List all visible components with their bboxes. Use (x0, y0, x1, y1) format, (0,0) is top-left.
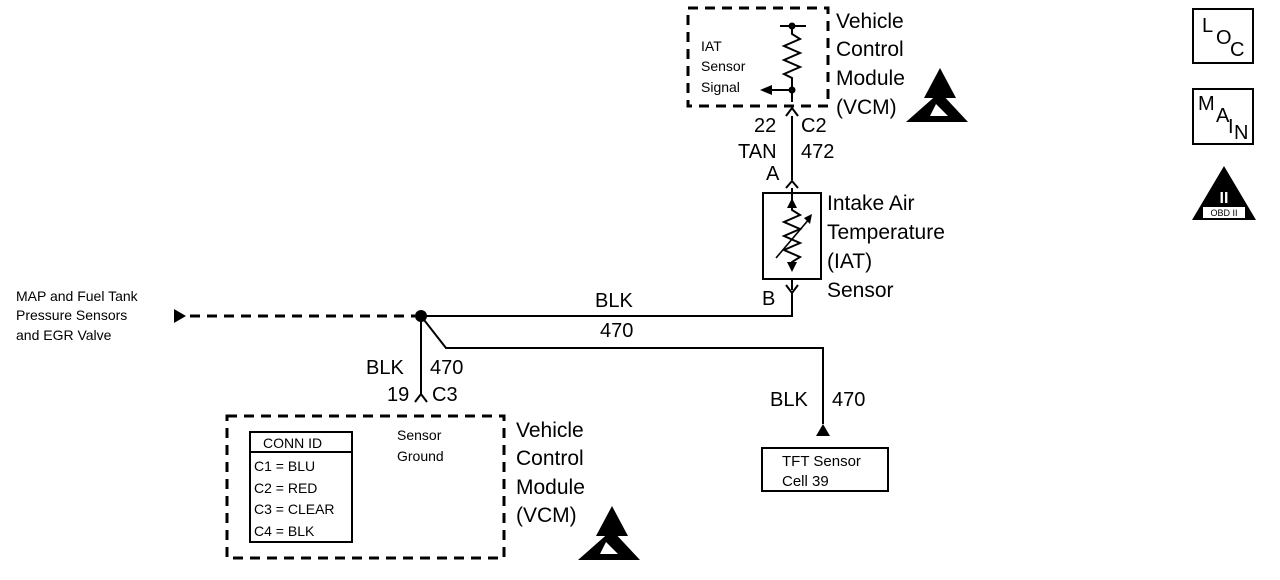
svg-text:Control: Control (516, 447, 584, 470)
tft-reference-box (761, 447, 889, 492)
svg-text:A: A (766, 163, 780, 185)
svg-text:IAT: IAT (701, 38, 722, 54)
svg-text:Module: Module (836, 67, 905, 90)
svg-text:Sensor: Sensor (701, 58, 746, 74)
svg-text:Intake Air: Intake Air (827, 192, 915, 215)
wire-470-tft (420, 315, 824, 424)
svg-text:Control: Control (836, 38, 904, 61)
iat-thermistor-icon (775, 188, 812, 272)
svg-text:(VCM): (VCM) (516, 504, 577, 527)
svg-text:(VCM): (VCM) (836, 96, 897, 119)
svg-text:470: 470 (430, 357, 463, 379)
svg-text:TFT Sensor: TFT Sensor (782, 453, 861, 470)
svg-text:L: L (1202, 15, 1213, 37)
map-reference-label: MAP and Fuel Tank Pressure Sensors and E… (16, 288, 139, 343)
svg-text:N: N (1234, 122, 1248, 144)
svg-text:Cell 39: Cell 39 (782, 473, 829, 490)
svg-text:C1 = BLU: C1 = BLU (254, 458, 315, 474)
svg-text:I: I (1228, 116, 1234, 138)
svg-text:Sensor: Sensor (397, 427, 442, 443)
svg-text:470: 470 (832, 389, 865, 411)
svg-text:470: 470 (600, 320, 633, 342)
vcm-top-box (686, 6, 830, 108)
svg-text:Vehicle: Vehicle (516, 419, 584, 442)
wire-470-down-label: BLK 470 (366, 357, 463, 379)
iat-signal-label: IAT Sensor Signal (701, 38, 746, 95)
svg-text:A: A (1216, 105, 1230, 127)
svg-text:19: 19 (387, 384, 409, 406)
svg-text:22: 22 (754, 115, 776, 137)
svg-text:MAP and Fuel Tank: MAP and Fuel Tank (16, 288, 139, 304)
vcm-internal-resistor (760, 22, 806, 102)
svg-text:472: 472 (801, 141, 834, 163)
sensor-ground-label: Sensor Ground (397, 427, 444, 464)
main-icon[interactable]: M A I N (1192, 88, 1254, 145)
map-reference-arrow-icon (174, 309, 186, 323)
conn-id-table: CONN ID C1 = BLU C2 = RED C3 = CLEAR C4 … (249, 431, 353, 543)
vcm-top-connector: 22 C2 (754, 106, 827, 137)
svg-text:C3 = CLEAR: C3 = CLEAR (254, 501, 335, 517)
tft-reference-arrow-icon (816, 424, 830, 436)
svg-text:OBD II: OBD II (1210, 208, 1237, 218)
svg-text:BLK: BLK (595, 290, 633, 312)
wire-470-main-label: BLK 470 (595, 290, 633, 342)
vcm-bottom-connector: 19 C3 (387, 384, 458, 406)
svg-text:CONN ID: CONN ID (263, 435, 322, 451)
svg-text:C2: C2 (801, 115, 827, 137)
svg-text:M: M (1198, 93, 1215, 115)
svg-text:TAN: TAN (738, 141, 777, 163)
vcm-bottom-box (225, 414, 506, 560)
wire-470-tft-label: BLK 470 (770, 389, 865, 411)
svg-text:Temperature: Temperature (827, 221, 945, 244)
tft-reference-label: TFT Sensor Cell 39 (782, 453, 861, 490)
svg-text:C4 = BLK: C4 = BLK (254, 523, 315, 539)
svg-text:(IAT): (IAT) (827, 250, 872, 273)
vcm-top-label: Vehicle Control Module (VCM) (836, 10, 905, 119)
svg-text:and EGR Valve: and EGR Valve (16, 327, 112, 343)
svg-text:O: O (1216, 27, 1232, 49)
iat-sensor-connector-a: A (766, 163, 799, 189)
svg-text:C3: C3 (432, 384, 458, 406)
obd-ii-icon[interactable]: II OBD II (1192, 166, 1256, 220)
svg-text:II: II (1220, 190, 1229, 207)
svg-text:Module: Module (516, 476, 585, 499)
esd-warning-icon (906, 68, 968, 122)
svg-text:BLK: BLK (366, 357, 404, 379)
esd-warning-icon (578, 506, 640, 560)
svg-text:Pressure Sensors: Pressure Sensors (16, 307, 127, 323)
iat-sensor-label: Intake Air Temperature (IAT) Sensor (827, 192, 945, 302)
svg-text:B: B (762, 288, 775, 310)
svg-text:Vehicle: Vehicle (836, 10, 904, 33)
loc-icon[interactable]: L O C (1192, 8, 1254, 64)
svg-text:C2 = RED: C2 = RED (254, 480, 317, 496)
svg-text:Signal: Signal (701, 79, 740, 95)
wire-470-main (421, 293, 793, 317)
svg-text:C: C (1230, 39, 1244, 61)
svg-text:Ground: Ground (397, 448, 444, 464)
svg-text:BLK: BLK (770, 389, 808, 411)
svg-text:Sensor: Sensor (827, 279, 894, 302)
vcm-bottom-label: Vehicle Control Module (VCM) (516, 419, 585, 527)
wire-472-label: TAN 472 (738, 141, 834, 163)
